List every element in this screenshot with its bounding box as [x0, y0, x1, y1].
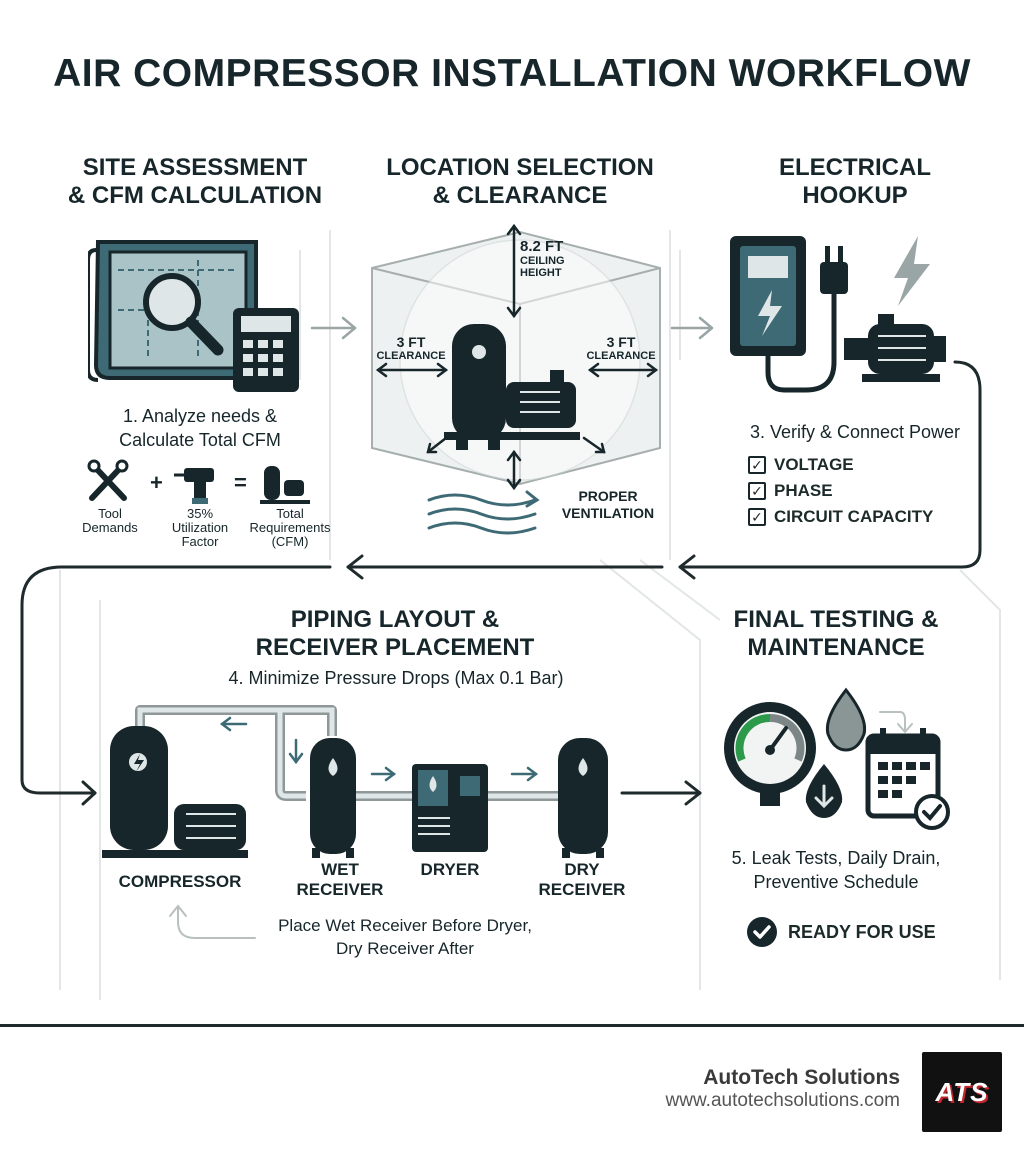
electrical-panel-icon: [730, 236, 806, 356]
magnifier-icon: [143, 273, 224, 356]
site-stage-title: SITE ASSESSMENT & CFM CALCULATION: [67, 154, 323, 209]
brand-url[interactable]: www.autotechsolutions.com: [665, 1090, 900, 1111]
dryer-label: DRYER: [420, 860, 480, 879]
checkbox-icon: ✓: [748, 482, 766, 500]
brand-logo: ATS: [922, 1052, 1002, 1132]
lightning-icon: [894, 236, 930, 306]
compressor-icon: [102, 726, 248, 858]
ventilation-icon: [427, 490, 540, 535]
piping-stage-title: PIPING LAYOUT & RECEIVER PLACEMENT: [255, 606, 535, 661]
checkbox-icon: ✓: [748, 508, 766, 526]
formula-utilization: 35% Utilization Factor: [171, 506, 229, 549]
location-illustration: [371, 223, 661, 491]
right-clearance-label: 3 FT CLEARANCE: [586, 334, 656, 362]
compressor-icon: [260, 466, 310, 504]
checkbox-icon: ✓: [748, 456, 766, 474]
motor-icon: [844, 314, 946, 382]
formula-equals: =: [234, 470, 247, 495]
piping-step: 4. Minimize Pressure Drops (Max 0.1 Bar): [228, 668, 564, 688]
formula-tool: Tool Demands: [82, 506, 138, 535]
electrical-checklist: ✓ VOLTAGE ✓ PHASE ✓ CIRCUIT CAPACITY: [748, 452, 988, 530]
formula-total: Total Requirements (CFM): [249, 506, 331, 549]
wrench-icon: [87, 459, 129, 501]
compressor-label: COMPRESSOR: [118, 872, 242, 891]
ready-badge: READY FOR USE: [746, 916, 936, 948]
formula-plus: +: [150, 470, 163, 495]
check-icon: [747, 917, 777, 947]
wet-receiver-label: WET RECEIVER: [296, 860, 384, 899]
compressor-icon: [444, 324, 580, 450]
page-title: AIR COMPRESSOR INSTALLATION WORKFLOW: [53, 52, 971, 95]
pressure-gauge-icon: [724, 702, 816, 806]
piping-note: Place Wet Receiver Before Dryer, Dry Rec…: [278, 916, 532, 958]
dry-receiver-label: DRY RECEIVER: [538, 860, 626, 899]
formula-icons: + =: [87, 459, 310, 504]
left-clearance-label: 3 FT CLEARANCE: [376, 334, 446, 362]
calendar-icon: [865, 728, 950, 830]
checklist-item: ✓ VOLTAGE: [748, 452, 988, 478]
footer-divider: [0, 1024, 1024, 1027]
dry-receiver-icon: [558, 738, 608, 858]
final-stage-title: FINAL TESTING & MAINTENANCE: [733, 606, 939, 661]
checklist-item: ✓ PHASE: [748, 478, 988, 504]
calculator-icon: [233, 308, 299, 392]
ventilation-label: PROPER VENTILATION: [561, 488, 655, 521]
ceiling-label: 8.2 FT CEILING HEIGHT: [520, 238, 565, 279]
final-step: 5. Leak Tests, Daily Drain, Preventive S…: [731, 848, 941, 892]
piping-illustration: [102, 705, 608, 858]
electrical-illustration: [730, 236, 946, 393]
wet-receiver-icon: [310, 738, 356, 858]
final-illustration: [724, 687, 950, 830]
site-illustration: [88, 240, 299, 392]
water-drop-icon: [805, 687, 867, 818]
location-stage-title: LOCATION SELECTION & CLEARANCE: [386, 154, 654, 209]
site-step: 1. Analyze needs & Calculate Total CFM: [119, 406, 281, 450]
brand-name: AutoTech Solutions: [703, 1066, 900, 1089]
drill-icon: [174, 468, 214, 504]
electrical-stage-title: ELECTRICAL HOOKUP: [779, 154, 931, 209]
plug-icon: [765, 246, 848, 393]
dryer-icon: [412, 764, 488, 852]
checklist-item: ✓ CIRCUIT CAPACITY: [748, 504, 988, 530]
electrical-step: 3. Verify & Connect Power: [749, 422, 961, 442]
